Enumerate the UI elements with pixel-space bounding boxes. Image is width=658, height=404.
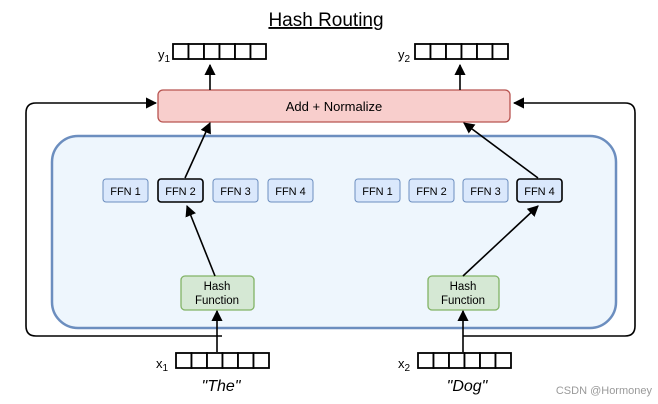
output-right-vector-cell	[460, 43, 478, 60]
ffn-label: FFN 4	[524, 186, 555, 198]
ffn-1-right: FFN 1	[354, 178, 401, 203]
hash-label-line1-right: Hash	[450, 281, 477, 293]
watermark: CSDN @Hormoney	[556, 385, 653, 397]
hash-label-line2-right: Function	[441, 295, 485, 307]
ffn-label: FFN 4	[275, 186, 306, 198]
input-right-vector-cell	[494, 352, 512, 369]
ffn-label: FFN 3	[220, 186, 251, 198]
hash-label-line1-left: Hash	[204, 281, 231, 293]
diagram-title: Hash Routing	[268, 10, 383, 31]
hash-function-left: Hash Function	[180, 275, 255, 311]
input-right-vector-cell	[463, 352, 481, 369]
output-left-vector-cell	[203, 43, 221, 60]
residual-connection-left	[25, 97, 222, 337]
hash-function-right: Hash Function	[427, 275, 500, 311]
input-right-vector-cell	[432, 352, 450, 369]
ffn-3-left: FFN 3	[212, 178, 259, 203]
input-left-vector-cell	[252, 352, 270, 369]
input-vector-left: x1	[156, 352, 270, 374]
output-right-vector-cell	[429, 43, 447, 60]
input-right-vector-cell	[448, 352, 466, 369]
ffn-2-left: FFN 2	[157, 178, 204, 203]
ffn-row-right: FFN 1 FFN 2 FFN 3 FFN 4	[354, 178, 563, 203]
ffn-label: FFN 1	[362, 186, 393, 198]
input-left-vector-cell	[206, 352, 224, 369]
ffn-1-left: FFN 1	[102, 178, 149, 203]
input-vector-right: x2	[398, 352, 512, 374]
output-vector-left: y1	[158, 43, 267, 65]
moe-layer-container	[50, 134, 618, 330]
ffn-label: FFN 2	[165, 186, 196, 198]
add-normalize-label: Add + Normalize	[286, 99, 382, 114]
output-right-vector-cell	[414, 43, 432, 60]
ffn-label: FFN 3	[470, 186, 501, 198]
output-vector-right: y2	[398, 43, 509, 65]
input-label-left: x1	[156, 356, 169, 374]
output-right-vector-cell	[445, 43, 463, 60]
ffn-row-left: FFN 1 FFN 2 FFN 3 FFN 4	[102, 178, 314, 203]
ffn-2-right: FFN 2	[408, 178, 455, 203]
arrow-ffn2-to-addnorm	[184, 121, 211, 179]
input-left-vector-cell	[175, 352, 193, 369]
residual-connection-right	[463, 97, 636, 337]
output-right-vector-cell	[491, 43, 509, 60]
input-right-vector-cell	[417, 352, 435, 369]
output-left-vector-cell	[234, 43, 252, 60]
arrow-ffn4-to-addnorm	[463, 122, 539, 179]
output-left-vector-cell	[172, 43, 190, 60]
hash-label-line2-left: Function	[195, 295, 239, 307]
ffn-3-right: FFN 3	[462, 178, 509, 203]
input-label-right: x2	[398, 356, 411, 374]
ffn-label: FFN 1	[110, 186, 141, 198]
arrow-hash-to-ffn2	[185, 204, 216, 277]
input-right-vector-cell	[479, 352, 497, 369]
output-left-vector-cell	[249, 43, 267, 60]
output-right-vector-cell	[476, 43, 494, 60]
ffn-4-left: FFN 4	[267, 178, 314, 203]
output-left-vector-cell	[187, 43, 205, 60]
output-label-left: y1	[158, 47, 171, 65]
input-left-vector-cell	[190, 352, 208, 369]
input-left-vector-cell	[237, 352, 255, 369]
output-left-vector-cell	[218, 43, 236, 60]
input-left-vector-cell	[221, 352, 239, 369]
token-label-right: "Dog"	[447, 378, 489, 395]
ffn-4-right: FFN 4	[516, 178, 563, 203]
add-normalize-box	[157, 89, 511, 123]
ffn-label: FFN 2	[416, 186, 447, 198]
arrow-hash-to-ffn4	[462, 205, 539, 277]
token-label-left: "The"	[202, 378, 242, 395]
output-label-right: y2	[398, 47, 411, 65]
